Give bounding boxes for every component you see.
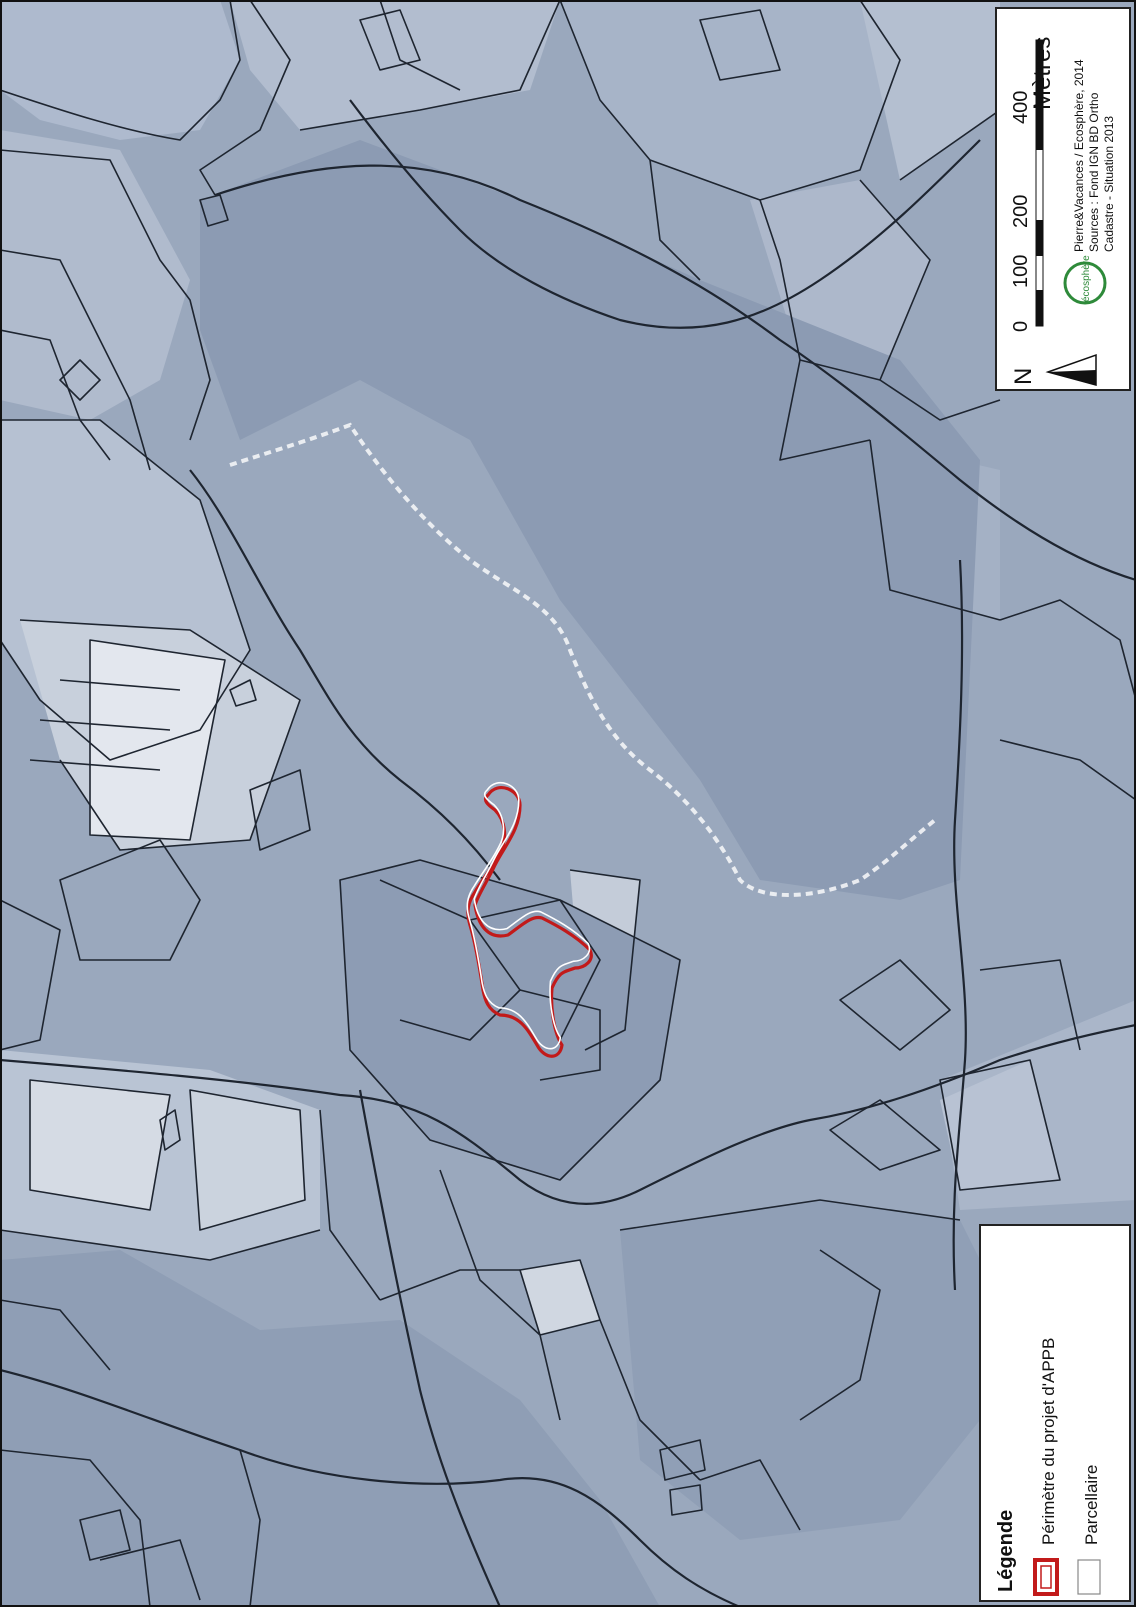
forest-track (229, 422, 937, 897)
scale-bar-icon (1035, 39, 1044, 327)
scale-tick-0: 0 (1010, 321, 1032, 332)
map-info-panel: N 0 100 200 400 Mètres écosphère Pierre&… (995, 7, 1131, 391)
legend-title: Légende (995, 1510, 1017, 1592)
scale-unit: Mètres (1029, 37, 1056, 110)
legend-item-perimeter-label: Périmètre du projet d'APPB (1039, 1338, 1058, 1545)
ecosphere-logo-icon: écosphère (1063, 255, 1107, 305)
credits-line-3: Cadastre - Situation 2013 (1102, 116, 1116, 252)
north-label: N (1010, 368, 1037, 385)
credits-line-1: Pierre&Vacances / Ecosphère, 2014 (1072, 59, 1086, 252)
logo-text: écosphère (1081, 255, 1092, 302)
north-arrow-icon (1045, 353, 1097, 386)
appb-perimeter[interactable] (466, 781, 593, 1058)
forest-areas (0, 140, 1000, 1607)
legend-item-parcel-label: Parcellaire (1082, 1465, 1101, 1545)
scale-tick-200: 200 (1010, 195, 1032, 228)
scale-tick-400: 400 (1010, 91, 1032, 124)
parcel-swatch-icon (1077, 1559, 1101, 1595)
legend: Légende Périmètre du projet d'APPB Parce… (979, 1224, 1131, 1602)
credits-line-2: Sources : Fond IGN BD Ortho (1087, 92, 1101, 252)
perimeter-swatch-inner (1040, 1565, 1052, 1589)
info-box (995, 7, 1131, 391)
legend-box (979, 1224, 1131, 1602)
scale-tick-100: 100 (1010, 255, 1032, 288)
